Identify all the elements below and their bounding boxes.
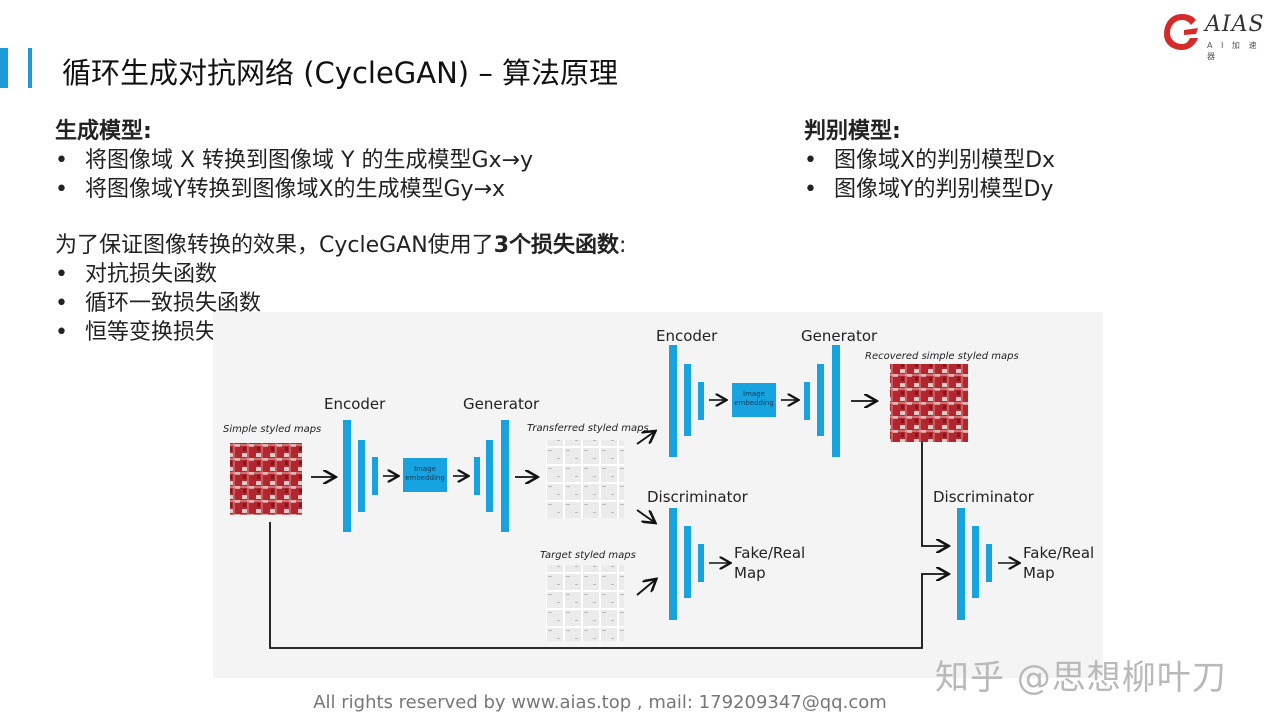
image-embedding2-label: Image embedding [734,390,774,407]
loss-intro-bold: 3个损失函数 [493,233,619,258]
target-maps-label: Target styled maps [540,550,636,561]
discriminator-item: 图像域Y的判别模型Dy [804,175,1055,204]
encoder2-layer [669,345,677,457]
discriminator2-layer [986,544,992,582]
generator2-layer [817,364,824,436]
simple-maps-label: Simple styled maps [223,424,322,435]
image-embedding2-box [732,383,776,417]
discriminator1-layer [698,544,704,582]
generator2-layer [832,345,840,457]
transferred-map-image [546,440,624,518]
encoder2-layer [698,382,704,420]
image-embedding1-box [403,458,447,492]
discriminator1-label: Discriminator [647,488,748,506]
logo-text: AIAS [1205,12,1265,37]
arrow [636,509,654,522]
logo-subtext: A I 加 速 器 [1207,41,1260,61]
generator1-layer [501,420,509,532]
arrow [636,432,654,445]
simple-map-loop-line [269,522,947,649]
discriminator-heading: 判别模型: [804,119,901,144]
title-accent-bar [0,48,8,88]
recovered-maps-label: Recovered simple styled maps [865,351,1019,362]
target-map-image [546,565,624,641]
discriminator-item: 图像域X的判别模型Dx [804,146,1055,175]
discriminator1-layer [669,508,677,620]
discriminator1-layer [684,526,691,598]
discriminator2-layer [957,508,965,620]
loss-intro: 为了保证图像转换的效果，CycleGAN使用了3个损失函数: [55,231,626,260]
cyclegan-diagram: Simple styled maps Encoder Generator Ima… [213,312,1103,678]
footer-copyright: All rights reserved by www.aias.top , ma… [313,692,887,713]
transferred-maps-label: Transferred styled maps [527,423,649,434]
loss-section: 为了保证图像转换的效果，CycleGAN使用了3个损失函数: 对抗损失函数 循环… [55,231,626,347]
aias-logo: AIAS A I 加 速 器 [1160,10,1270,61]
dragon-logo-icon [1164,14,1198,50]
simple-map-image [230,443,302,515]
loss-intro-text: 为了保证图像转换的效果，CycleGAN使用了 [55,233,494,258]
fake-real1-label: Fake/Real Map [734,544,806,582]
encoder2-layer [684,364,691,436]
title-accent-bar-2 [28,48,32,88]
generator2-layer [804,382,810,420]
zhihu-watermark: 知乎 @思想柳叶刀 [935,658,1227,698]
encoder2-label: Encoder [656,327,718,345]
recovered-to-discriminator-line [921,442,947,546]
encoder1-layer [372,457,378,495]
generator1-layer [474,457,480,495]
loss-intro-colon: : [619,233,627,258]
generator-section: 生成模型: 将图像域 X 转换到图像域 Y 的生成模型Gx→y 将图像域Y转换到… [55,117,533,204]
generator-item: 将图像域Y转换到图像域X的生成模型Gy→x [55,175,533,204]
generator-heading: 生成模型: [55,119,152,144]
loss-item: 循环一致损失函数 [55,289,626,318]
encoder1-layer [343,420,351,532]
generator2-label: Generator [801,327,878,345]
generator1-layer [486,440,493,512]
fake-real2-label: Fake/Real Map [1023,544,1095,582]
image-embedding1-label: Image embedding [405,465,445,482]
generator-item: 将图像域 X 转换到图像域 Y 的生成模型Gx→y [55,146,533,175]
discriminator2-label: Discriminator [933,488,1034,506]
encoder1-layer [358,440,365,512]
slide-title: 循环生成对抗网络 (CycleGAN) – 算法原理 [62,56,619,90]
generator1-label: Generator [463,395,540,413]
arrow [636,580,655,596]
diagram-graphics [230,345,1103,649]
discriminator2-layer [972,526,979,598]
recovered-map-image [890,364,968,442]
encoder1-label: Encoder [324,395,386,413]
discriminator-section: 判别模型: 图像域X的判别模型Dx 图像域Y的判别模型Dy [804,117,1055,204]
loss-item: 对抗损失函数 [55,260,626,289]
